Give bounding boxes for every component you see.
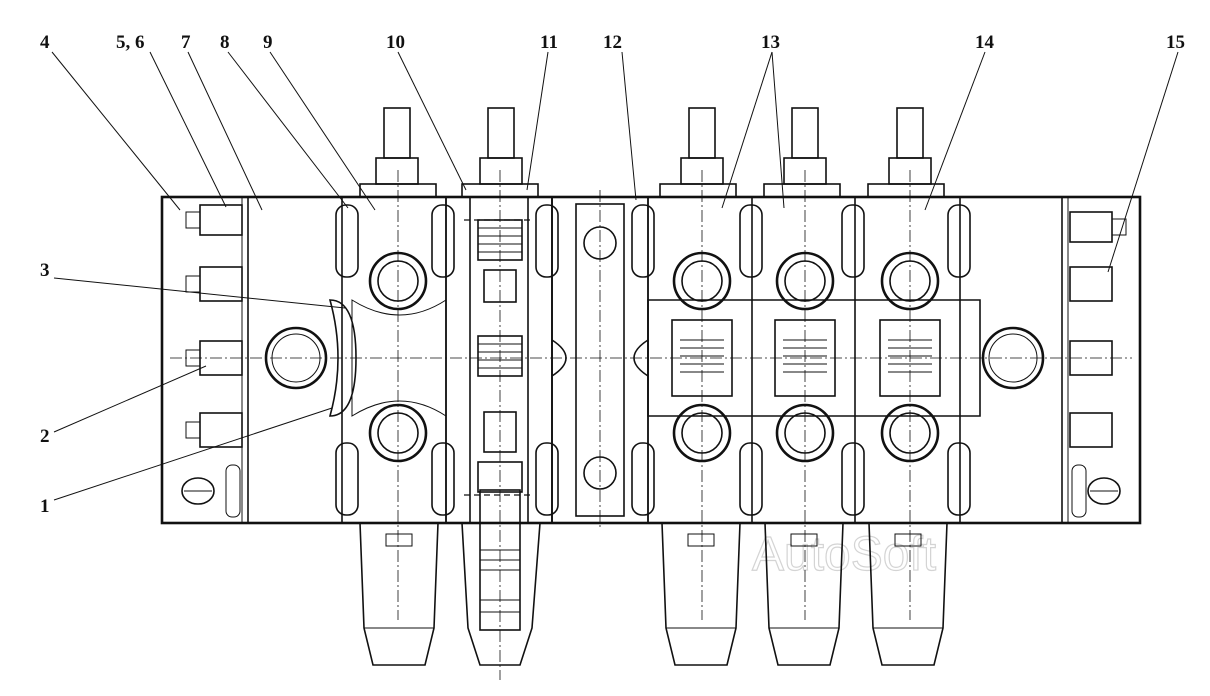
callout-12: 12 — [603, 32, 622, 53]
valve-body — [160, 195, 1142, 525]
spool-stems — [359, 107, 945, 198]
callout-9: 9 — [263, 32, 273, 53]
leader-lines — [51, 51, 1179, 501]
callout-13: 13 — [761, 32, 780, 53]
section-seals — [328, 204, 971, 516]
callout-10: 10 — [386, 32, 405, 53]
side-ports — [264, 326, 1045, 390]
watermark: AutoSoft — [752, 528, 936, 581]
right-end-bolts — [1069, 211, 1127, 518]
callout-labels: 4 5, 6 7 8 9 10 11 12 13 14 15 3 2 1 — [40, 32, 1185, 517]
callout-8: 8 — [220, 32, 230, 53]
callout-14: 14 — [975, 32, 995, 53]
callout-2: 2 — [40, 426, 50, 447]
callout-15: 15 — [1166, 32, 1185, 53]
callout-7: 7 — [181, 32, 191, 53]
callout-11: 11 — [540, 32, 558, 53]
section-12-inlet — [551, 190, 649, 530]
callout-5-6: 5, 6 — [116, 32, 145, 53]
bottom-caps — [359, 489, 948, 666]
left-end-bolts — [181, 204, 243, 518]
callout-4: 4 — [40, 32, 50, 53]
callout-3: 3 — [40, 260, 50, 281]
work-sections — [647, 170, 981, 620]
section-9 — [351, 170, 447, 620]
callout-1: 1 — [40, 496, 50, 517]
